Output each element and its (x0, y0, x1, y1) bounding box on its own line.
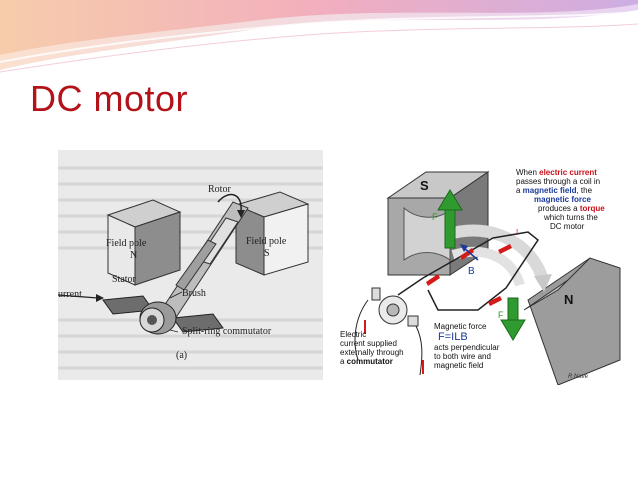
expl-line7: DC motor (550, 222, 585, 231)
label-current-i: I (516, 228, 519, 237)
credit: R Nave (568, 374, 589, 380)
supply-line2: current supplied (340, 339, 397, 348)
force-arrows (437, 189, 526, 341)
force-note: Magnetic force F=ILB acts perpendicular … (434, 322, 499, 370)
slide-title: DC motor (30, 78, 189, 119)
force-line4: to both wire and (434, 352, 491, 361)
label-pole-n: N (564, 292, 574, 307)
force-line3: acts perpendicular (434, 343, 500, 352)
supply-line3: externally through (340, 348, 404, 357)
current-coil (397, 231, 540, 311)
label-force-top: F (432, 212, 438, 222)
colored-diagram-drawing (354, 171, 621, 385)
expl-line3a: a (516, 186, 523, 195)
explanation-text: When electric current passes through a c… (516, 168, 605, 231)
supply-line4a: a (340, 357, 347, 366)
field-pole-s-block (234, 191, 310, 276)
label-field-pole-right: Field pole (246, 236, 287, 247)
magnet-n (523, 257, 621, 385)
rotor-coil (157, 201, 249, 323)
expl-line1a: When (516, 168, 540, 177)
label-pole-s: S (264, 248, 270, 259)
supply-line1: Electric (340, 330, 367, 339)
label-pole-s: S (420, 178, 429, 193)
magnet-s (386, 171, 490, 276)
motor-diagram-colored: S N F F B I When electric current passes… (328, 160, 628, 385)
motor-diagram-textbook: Rotor Field pole N Field pole S Stator u… (58, 150, 323, 380)
label-field-b: B (468, 266, 475, 277)
field-pole-n-block (106, 199, 182, 286)
label-stator: Stator (112, 274, 136, 285)
label-brush: Brush (182, 288, 206, 299)
current-markers (364, 244, 512, 374)
supply-note: Electric current supplied externally thr… (340, 330, 404, 366)
commutator (102, 295, 224, 335)
expl-line3b: magnetic field (522, 186, 577, 195)
expl-line5a: produces a (538, 204, 580, 213)
label-current: urrent (58, 289, 82, 300)
expl-line1b: electric current (539, 168, 597, 177)
expl-line5b: torque (579, 204, 605, 213)
force-formula: F=ILB (438, 331, 468, 343)
header-wave-decoration (0, 0, 638, 73)
textbook-diagram-drawing (58, 166, 323, 370)
force-line1: Magnetic force (434, 322, 487, 331)
label-commutator: Split-ring commutator (182, 326, 272, 337)
expl-line6: which turns the (544, 213, 598, 222)
label-field-pole-left: Field pole (106, 238, 147, 249)
expl-line2: passes through a coil in (516, 177, 601, 186)
label-force-bottom: F (498, 310, 504, 320)
expl-line3c: , the (576, 186, 593, 195)
label-pole-n: N (130, 250, 138, 261)
expl-line4: magnetic force (534, 195, 591, 204)
label-caption: (a) (176, 350, 188, 361)
label-rotor: Rotor (208, 184, 231, 195)
commutator-assembly (354, 287, 423, 376)
supply-line4b: commutator (346, 357, 393, 366)
force-line5: magnetic field (434, 361, 484, 370)
